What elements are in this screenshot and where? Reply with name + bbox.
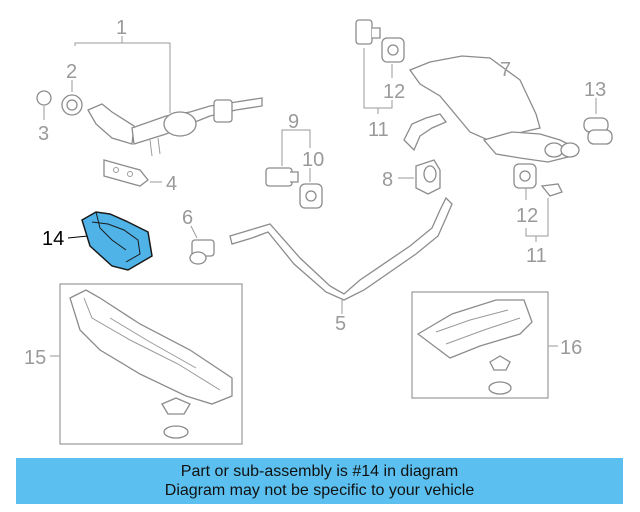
callout-3: 3 — [38, 123, 49, 145]
part-info-banner: Part or sub-assembly is #14 in diagram D… — [16, 458, 623, 504]
part-9-10-hanger — [265, 129, 323, 209]
callout-2: 2 — [66, 61, 77, 83]
part-8-sleeve — [398, 159, 441, 195]
callout-16: 16 — [560, 337, 582, 359]
part-1-front-pipe — [74, 36, 263, 157]
callout-9: 9 — [288, 111, 299, 133]
part-3-clamp — [36, 90, 52, 120]
callout-8: 8 — [382, 169, 393, 191]
callout-1: 1 — [116, 17, 127, 39]
callout-12-upper: 12 — [383, 81, 405, 103]
callout-11-upper: 11 — [368, 119, 389, 141]
callout-13: 13 — [584, 79, 606, 101]
callout-4: 4 — [166, 173, 177, 195]
banner-line-2: Diagram may not be specific to your vehi… — [164, 482, 475, 499]
callout-6: 6 — [182, 207, 193, 229]
banner-line-1: Part or sub-assembly is #14 in diagram — [180, 463, 459, 480]
callout-11-lower: 11 — [526, 245, 547, 267]
exhaust-system-diagram: 1 2 3 4 6 5 9 10 — [24, 17, 613, 445]
part-11-12-lower-hanger — [513, 163, 563, 242]
part-4-bracket — [103, 159, 162, 187]
part-2-gasket — [61, 80, 83, 116]
part-5-intermediate-pipe — [229, 196, 453, 314]
callout-7: 7 — [500, 59, 511, 81]
part-15-heat-shield-box — [50, 283, 243, 445]
callout-5: 5 — [335, 313, 346, 335]
part-13-tail-tips — [583, 98, 613, 145]
part-7-rear-muffler — [403, 55, 580, 163]
callout-10: 10 — [302, 149, 324, 171]
part-11-12-upper-hanger — [355, 19, 405, 114]
part-16-heat-shield-box — [411, 291, 558, 399]
part-14-heat-shield — [67, 211, 153, 271]
callout-14: 14 — [42, 228, 64, 250]
callout-15: 15 — [24, 347, 46, 369]
callout-12-lower: 12 — [516, 205, 538, 227]
part-6-clamp — [189, 225, 215, 265]
